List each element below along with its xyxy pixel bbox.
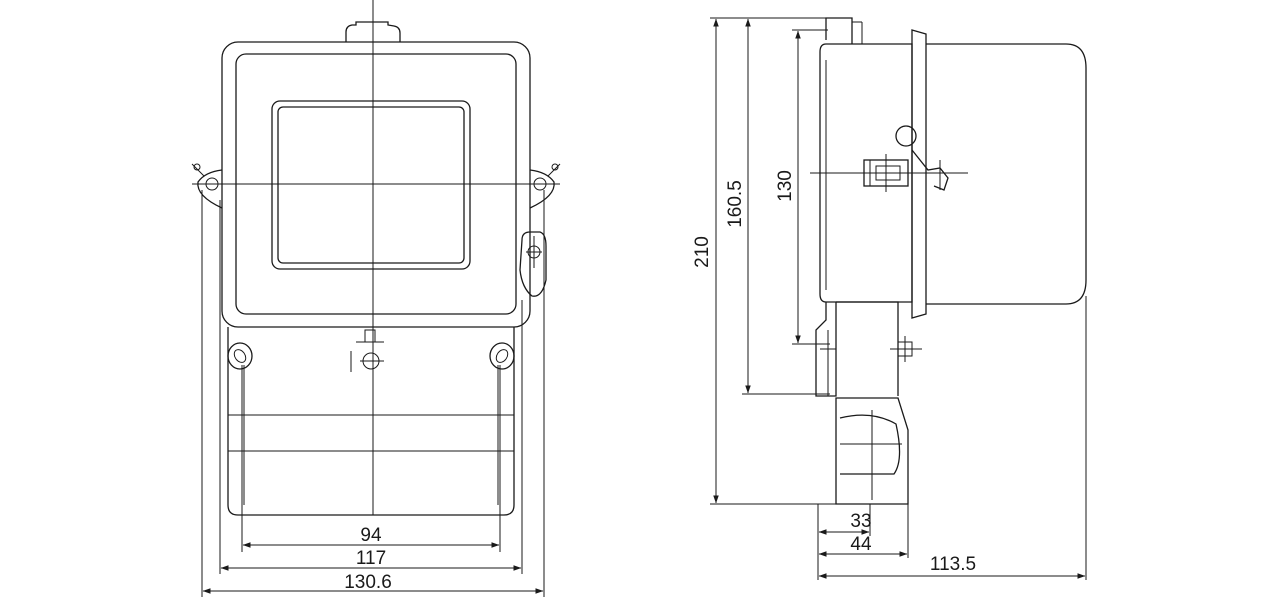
dim-label-210: 210	[692, 236, 713, 268]
side-terminal-housing	[815, 301, 922, 505]
dim-label-160-5: 160.5	[725, 180, 746, 228]
terminal-base	[227, 327, 515, 516]
side-view: 210 160.5 130 33 44 113.5	[692, 17, 1087, 580]
display-window-inner	[277, 106, 465, 264]
side-hanger	[825, 17, 870, 45]
front-view: 94 117 130.6	[191, 0, 561, 597]
side-cover	[926, 43, 1087, 305]
dim-label-113-5: 113.5	[930, 554, 976, 575]
display-window-outer	[271, 100, 471, 270]
dim-label-117: 117	[356, 548, 386, 569]
seal-screw	[519, 231, 547, 297]
right-fixing-hole	[489, 342, 515, 370]
center-seal	[350, 329, 384, 372]
left-mounting-ear	[191, 163, 223, 209]
dim-label-44: 44	[850, 534, 872, 555]
dim-label-94: 94	[360, 525, 382, 546]
dim-label-33: 33	[850, 511, 871, 532]
left-fixing-hole	[227, 342, 253, 370]
side-flange	[911, 29, 927, 319]
right-mounting-ear	[529, 163, 561, 209]
side-screw	[810, 154, 968, 192]
front-hanger	[345, 21, 401, 42]
dim-label-130-6: 130.6	[344, 572, 392, 593]
dim-label-130: 130	[775, 170, 796, 202]
